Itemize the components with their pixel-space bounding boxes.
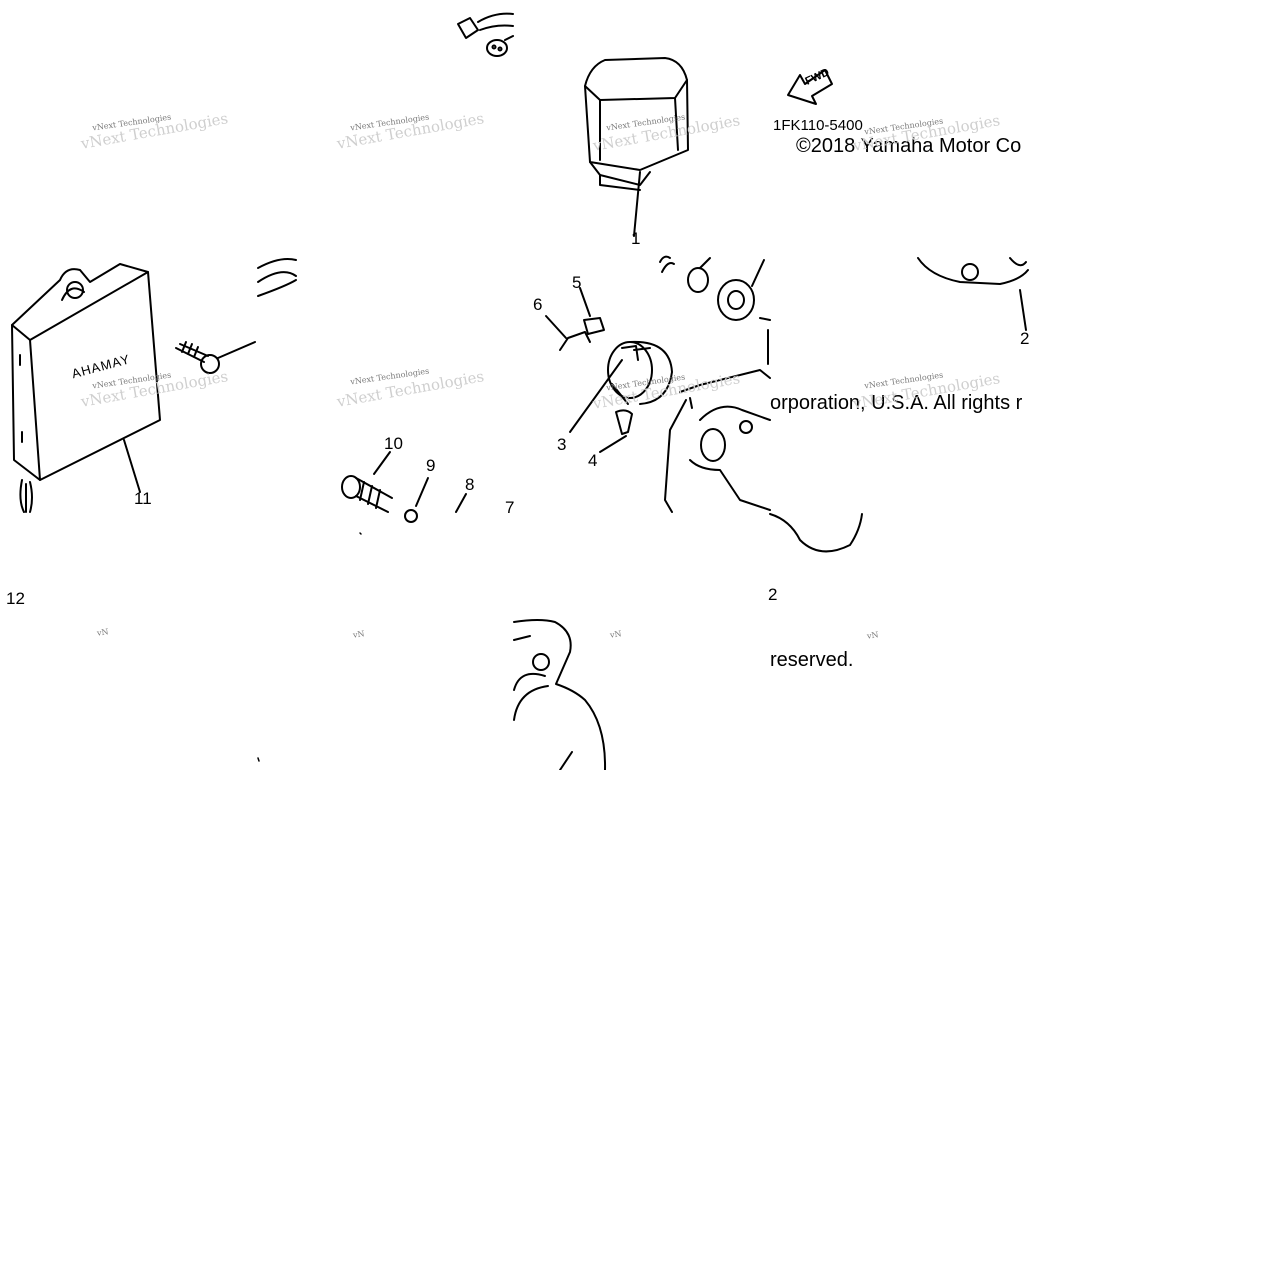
- watermark-short: vN: [609, 629, 623, 640]
- callout-4: 4: [588, 451, 598, 470]
- callout-7: 7: [505, 498, 515, 517]
- relay-part: [584, 57, 689, 237]
- cdi-unit-part: [11, 263, 161, 513]
- callout-11: 11: [134, 489, 152, 508]
- callout-2: 2: [1020, 329, 1030, 348]
- callout-12: 12: [6, 589, 25, 608]
- callout-12-partial: 2: [768, 585, 778, 604]
- fwd-arrow: [787, 69, 833, 105]
- copyright-line-3: reserved.: [770, 649, 854, 671]
- bracket-part: [917, 257, 1029, 331]
- part-code: 1FK110-5400: [773, 117, 863, 134]
- hose-part: [257, 258, 297, 297]
- blank-region: [0, 770, 1285, 1285]
- callout-6: 6: [533, 295, 543, 314]
- watermark-short: vN: [866, 630, 880, 641]
- copyright-line-2: orporation, U.S.A. All rights r: [770, 392, 1023, 414]
- callout-3: 3: [557, 435, 567, 454]
- copyright-line-1: ©2018 Yamaha Motor Co: [796, 135, 1022, 157]
- callout-10: 10: [384, 434, 403, 453]
- callout-8: 8: [465, 475, 475, 494]
- callout-5: 5: [572, 273, 582, 292]
- callout-9: 9: [426, 456, 436, 475]
- watermark-short: vN: [96, 627, 110, 638]
- collar-part: [659, 255, 771, 365]
- callout-1: 1: [631, 229, 641, 248]
- connector-plug: [457, 12, 514, 57]
- housing-part: [664, 369, 863, 553]
- lower-bracket-part: [513, 619, 607, 771]
- watermark-short: vN: [352, 629, 366, 640]
- pickup-coil-part: [545, 287, 673, 453]
- bolt-part: [341, 451, 467, 523]
- screw-part: [175, 341, 256, 374]
- blank-region: [1030, 0, 1285, 770]
